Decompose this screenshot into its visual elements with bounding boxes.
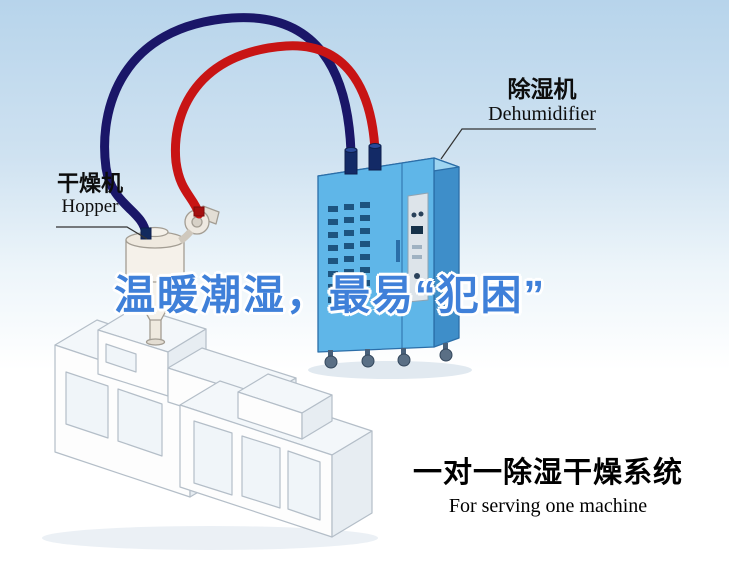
red-pipe xyxy=(170,41,380,219)
hopper-label-en: Hopper xyxy=(61,196,119,218)
panel-button xyxy=(411,212,417,218)
hopper-illustration xyxy=(125,205,220,346)
machine-left-base-panel xyxy=(117,388,163,457)
caster-stem xyxy=(401,348,406,356)
caster-stem xyxy=(328,350,333,358)
blower-fan-hub xyxy=(191,216,203,228)
panel-button xyxy=(418,211,424,217)
machine-cover-side xyxy=(301,394,333,440)
caster-wheel xyxy=(397,353,411,367)
caster-wheel xyxy=(361,354,375,368)
blue-pipe-lid-fitting xyxy=(140,227,152,240)
caster-wheel xyxy=(324,355,338,369)
machine-right-box-panel xyxy=(193,420,233,496)
blower-duct xyxy=(178,228,194,245)
footer-title-zh: 一对一除湿干燥系统 xyxy=(412,457,683,489)
machine-shadow xyxy=(42,526,378,550)
hopper-label-zh: 干燥机 xyxy=(56,171,123,196)
machine-right-box-panel xyxy=(287,450,321,521)
dehumidifier-label-pointer-line xyxy=(440,128,596,160)
hopper-outlet-flange xyxy=(145,338,166,346)
dehumidifier-hose-ports xyxy=(344,143,382,175)
dehumidifier-control-panel xyxy=(407,192,429,303)
caster-stem xyxy=(443,343,448,351)
footer-subtitle-en: For serving one machine xyxy=(448,495,648,517)
caster-stem xyxy=(365,349,370,357)
dehumidifier-label-zh: 除湿机 xyxy=(507,76,577,102)
machine-housing-panel xyxy=(105,343,137,373)
panel-label-plate xyxy=(412,245,422,249)
caster-wheel xyxy=(439,348,453,362)
footer-caption: 一对一除湿干燥系统 For serving one machine xyxy=(402,449,694,518)
dehumidifier-door-handle xyxy=(396,240,400,262)
dehumidifier-vent-grille xyxy=(328,202,370,310)
dehumidifier-shadow xyxy=(308,361,472,379)
blue-pipe xyxy=(100,13,356,239)
hopper-label: 干燥机 Hopper xyxy=(50,171,130,219)
hose-port xyxy=(368,145,382,171)
hose-port-rim xyxy=(368,143,382,149)
dehumidifier-caster-wheels xyxy=(324,343,453,369)
extruder-machine-illustration xyxy=(42,306,378,550)
panel-label-plate xyxy=(412,255,422,259)
dehumidifier-illustration xyxy=(308,157,472,379)
machine-right-box-side xyxy=(331,430,373,538)
dehumidifier-label-en: Dehumidifier xyxy=(488,103,596,126)
panel-knob xyxy=(414,273,420,279)
hose-port xyxy=(344,149,358,175)
dehumidifier-label: 除湿机 Dehumidifier xyxy=(484,76,600,126)
red-pipe-blower-fitting xyxy=(193,206,205,217)
panel-display xyxy=(411,226,423,234)
machine-right-box-panel xyxy=(241,435,281,509)
hopper-body-seam xyxy=(125,277,185,283)
watermark-headline: 温暖潮湿，最易“犯困” xyxy=(114,272,546,318)
hose-port-rim xyxy=(344,147,358,153)
machine-left-base-panel xyxy=(65,371,109,439)
hopper-label-pointer-line xyxy=(56,226,148,240)
